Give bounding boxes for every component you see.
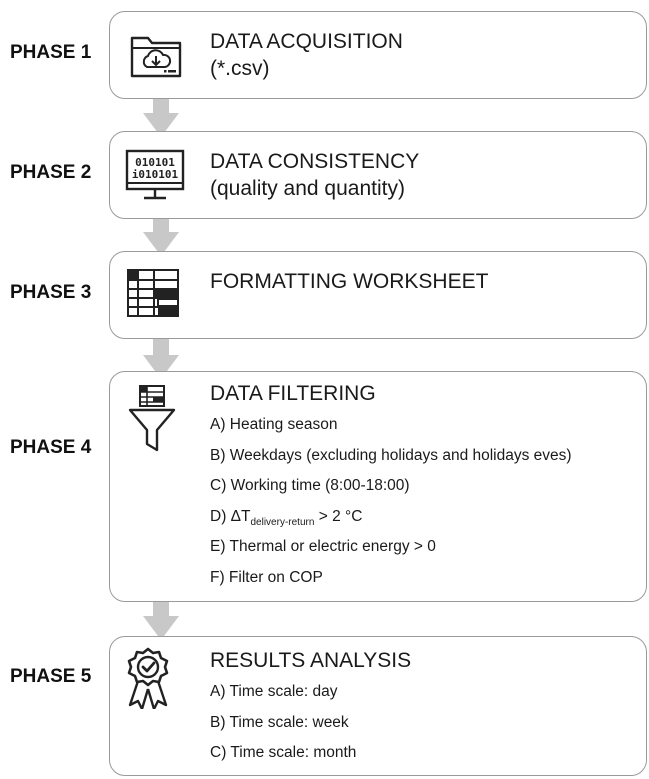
phase-5-label: PHASE 5 — [10, 666, 92, 687]
binary-monitor-icon: 010101 i010101 — [125, 149, 185, 200]
phase-4-box: DATA FILTERING A) Heating season B) Week… — [109, 371, 647, 602]
analysis-a: A) Time scale: day — [210, 683, 338, 700]
phase-1-subtitle: (*.csv) — [210, 57, 270, 81]
phase-1-label: PHASE 1 — [10, 42, 92, 63]
arrow-down-4 — [143, 596, 179, 640]
phase-5-title: RESULTS ANALYSIS — [210, 649, 412, 672]
phase-1-title: DATA ACQUISITION (*.csv) — [210, 28, 403, 83]
svg-text:010101: 010101 — [135, 156, 175, 169]
phase-2-title: DATA CONSISTENCY (quality and quantity) — [210, 148, 419, 203]
award-ribbon-icon — [127, 647, 169, 709]
phase-2-label: PHASE 2 — [10, 162, 92, 183]
analysis-b: B) Time scale: week — [210, 713, 349, 731]
criterion-d-subscript: delivery-return — [250, 516, 315, 528]
phase-4-label: PHASE 4 — [10, 437, 92, 458]
arrow-down-3 — [143, 335, 179, 379]
phase-3-label: PHASE 3 — [10, 282, 92, 303]
criterion-d-suffix: > 2 °C — [314, 507, 363, 525]
arrow-down-2 — [143, 212, 179, 256]
phase-5-analysis-list: A) Time scale: day B) Time scale: week C… — [210, 683, 356, 775]
arrow-down-1 — [143, 93, 179, 137]
phase-2-subtitle: (quality and quantity) — [210, 177, 405, 201]
cloud-download-folder-icon — [130, 36, 182, 78]
phase-3-title: FORMATTING WORKSHEET — [210, 270, 489, 293]
phase-3-box: FORMATTING WORKSHEET — [109, 251, 647, 339]
phase-1-box: DATA ACQUISITION (*.csv) — [109, 11, 647, 99]
analysis-c: C) Time scale: month — [210, 744, 357, 761]
criterion-e: E) Thermal or electric energy > 0 — [210, 538, 436, 555]
criterion-b: B) Weekdays (excluding holidays and holi… — [210, 446, 572, 464]
criterion-d-prefix: D) ΔT — [210, 507, 251, 525]
phase-5-box: RESULTS ANALYSIS A) Time scale: day B) T… — [109, 636, 647, 776]
phase-2-box: 010101 i010101 DATA CONSISTENCY (quality… — [109, 131, 647, 219]
criterion-d: D) ΔTdelivery-return > 2 °C — [210, 508, 572, 539]
worksheet-icon — [127, 269, 179, 317]
phase-4-title: DATA FILTERING — [210, 382, 376, 405]
svg-text:i010101: i010101 — [132, 168, 179, 181]
criterion-a: A) Heating season — [210, 416, 338, 433]
phase-4-criteria-list: A) Heating season B) Weekdays (excluding… — [210, 416, 572, 599]
filter-funnel-icon — [128, 385, 176, 452]
criterion-f: F) Filter on COP — [210, 568, 323, 586]
criterion-c: C) Working time (8:00-18:00) — [210, 477, 410, 494]
